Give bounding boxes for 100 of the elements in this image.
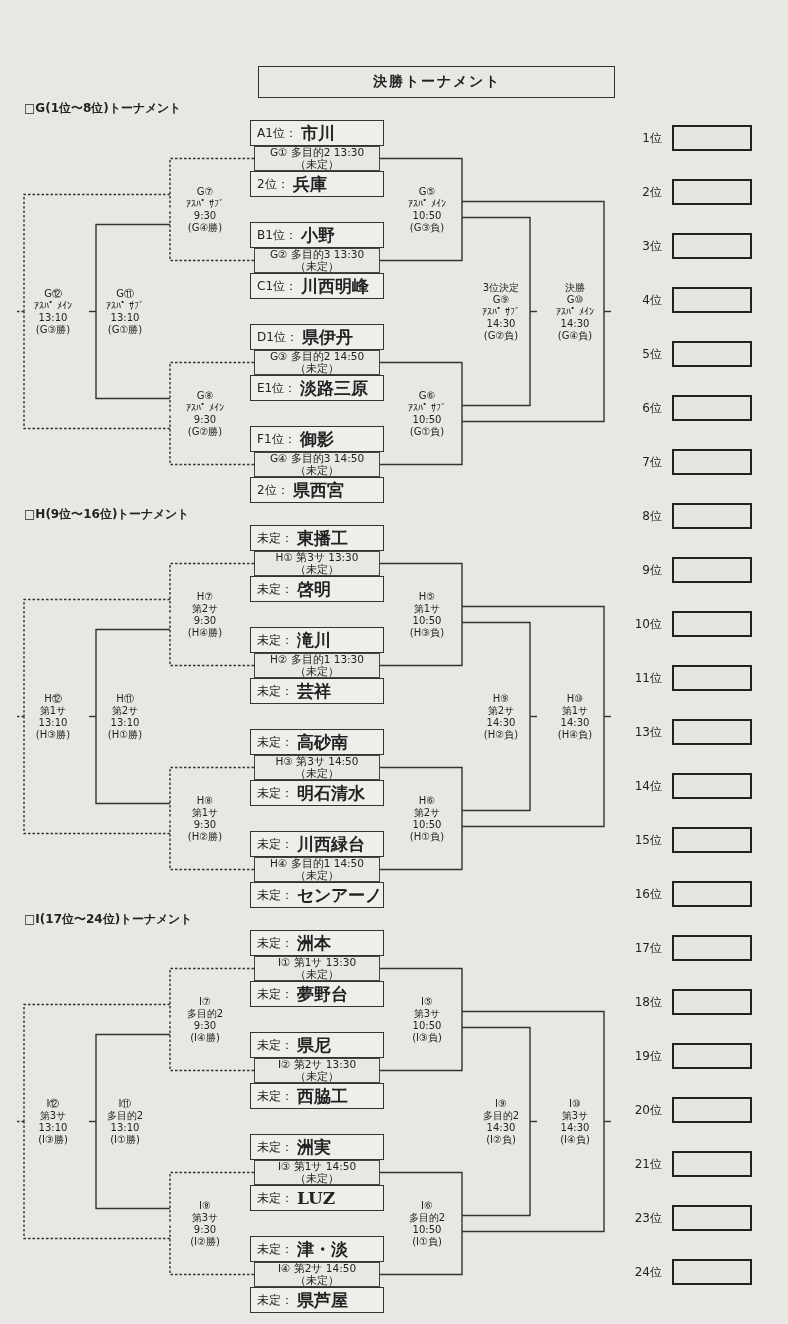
team-name: センアーノ [297, 883, 382, 907]
answer-box [672, 1259, 752, 1285]
team-box [250, 1134, 384, 1160]
seed-label: 未定： [257, 1240, 293, 1258]
bracket-line [95, 1033, 171, 1123]
bracket-line [379, 208, 463, 262]
seed-label: D1位： [257, 328, 298, 346]
rank-label: 1位 [641, 130, 662, 147]
bracket-line [16, 310, 25, 313]
team-box [250, 1032, 384, 1058]
bracket-line [379, 967, 463, 1021]
bracket-line [23, 193, 171, 313]
bracket-line [23, 598, 171, 718]
seed-label: 未定： [257, 985, 293, 1003]
section-heading: □I(17位〜24位)トーナメント [24, 911, 193, 928]
team-name: 県尼 [297, 1033, 331, 1057]
team-box [250, 576, 384, 602]
bracket-line [379, 1018, 463, 1072]
rank-label: 4位 [641, 292, 662, 309]
answer-box [672, 557, 752, 583]
bracket-line [461, 605, 605, 718]
seed-label: 未定： [257, 682, 293, 700]
section-heading: □G(1位〜8位)トーナメント [24, 100, 181, 117]
match-label: H⑥ 第2サ 10:50 (H①負) [392, 767, 462, 870]
title-box: 決勝トーナメント [258, 66, 615, 98]
bracket-line [461, 310, 531, 407]
match-box: H④ 多目的1 14:50 （未定） [254, 857, 380, 882]
match-box: I② 第2サ 13:30 （未定） [254, 1058, 380, 1083]
answer-box [672, 989, 752, 1015]
bracket-line [461, 200, 605, 313]
seed-label: 未定： [257, 1138, 293, 1156]
seed-label: A1位： [257, 124, 297, 142]
rank-label: 6位 [641, 400, 662, 417]
rank-label: 13位 [633, 724, 662, 741]
match-label: I⑨ 多目的2 14:30 (I②負) [472, 1027, 530, 1216]
bracket-line [529, 715, 538, 718]
answer-box [672, 287, 752, 313]
bracket-line [461, 1010, 605, 1123]
answer-box [672, 395, 752, 421]
team-box [250, 1287, 384, 1313]
bracket-line [169, 967, 255, 1021]
bracket-line [461, 216, 531, 313]
rank-label: 8位 [641, 508, 662, 525]
team-box [250, 1083, 384, 1109]
seed-label: 未定： [257, 529, 293, 547]
bracket-line [169, 361, 255, 415]
bracket-line [169, 562, 255, 616]
bracket-line [461, 310, 605, 423]
answer-box [672, 449, 752, 475]
seed-label: 未定： [257, 733, 293, 751]
match-box: H① 第3サ 13:30 （未定） [254, 551, 380, 576]
answer-box [672, 881, 752, 907]
bracket-line [603, 1120, 612, 1123]
answer-box [672, 1151, 752, 1177]
bracket-line [88, 310, 97, 313]
match-box: H② 多目的1 13:30 （未定） [254, 653, 380, 678]
match-label: I⑥ 多目的2 10:50 (I①負) [392, 1172, 462, 1275]
bracket-line [23, 1003, 171, 1123]
bracket-line [379, 1171, 463, 1225]
match-label: I⑦ 多目的2 9:30 (I④勝) [170, 968, 240, 1071]
rank-label: 24位 [633, 1264, 662, 1281]
team-box [250, 981, 384, 1007]
match-label: H⑦ 第2サ 9:30 (H④勝) [170, 563, 240, 666]
rank-label: 17位 [633, 940, 662, 957]
seed-label: F1位： [257, 430, 296, 448]
answer-box [672, 611, 752, 637]
team-name: LUZ [297, 1188, 336, 1208]
team-name: 市川 [300, 121, 335, 145]
match-box: G④ 多目的3 14:50 （未定） [254, 452, 380, 477]
rank-label: 14位 [633, 778, 662, 795]
match-box: I④ 第2サ 14:50 （未定） [254, 1262, 380, 1287]
bracket-line [16, 715, 25, 718]
rank-label: 2位 [641, 184, 662, 201]
team-name: 滝川 [297, 628, 331, 652]
team-name: 兵庫 [292, 172, 327, 196]
seed-label: 未定： [257, 784, 293, 802]
bracket-line [23, 715, 171, 835]
rank-label: 7位 [641, 454, 662, 471]
bracket-line [16, 1120, 25, 1123]
rank-label: 16位 [633, 886, 662, 903]
team-name: 西脇工 [297, 1084, 348, 1108]
match-label: H⑫ 第1サ 13:10 (H③勝) [24, 599, 82, 834]
match-box: G① 多目的2 13:30 （未定） [254, 146, 380, 171]
bracket-line [461, 1120, 531, 1217]
seed-label: 未定： [257, 835, 293, 853]
seed-label: 未定： [257, 886, 293, 904]
team-box [250, 273, 384, 299]
match-label: I⑧ 第3サ 9:30 (I②勝) [170, 1172, 240, 1275]
match-label: H⑨ 第2サ 14:30 (H②負) [472, 622, 530, 811]
rank-label: 9位 [641, 562, 662, 579]
seed-label: 2位： [257, 175, 289, 193]
match-label: G⑦ ｱｽﾊﾟ ｻﾌﾞ 9:30 (G④勝) [170, 158, 240, 261]
match-box: G③ 多目的2 14:50 （未定） [254, 350, 380, 375]
team-box [250, 477, 384, 503]
answer-box [672, 773, 752, 799]
answer-box [672, 341, 752, 367]
bracket-line [529, 1120, 538, 1123]
answer-box [672, 719, 752, 745]
answer-box [672, 233, 752, 259]
seed-label: B1位： [257, 226, 297, 244]
